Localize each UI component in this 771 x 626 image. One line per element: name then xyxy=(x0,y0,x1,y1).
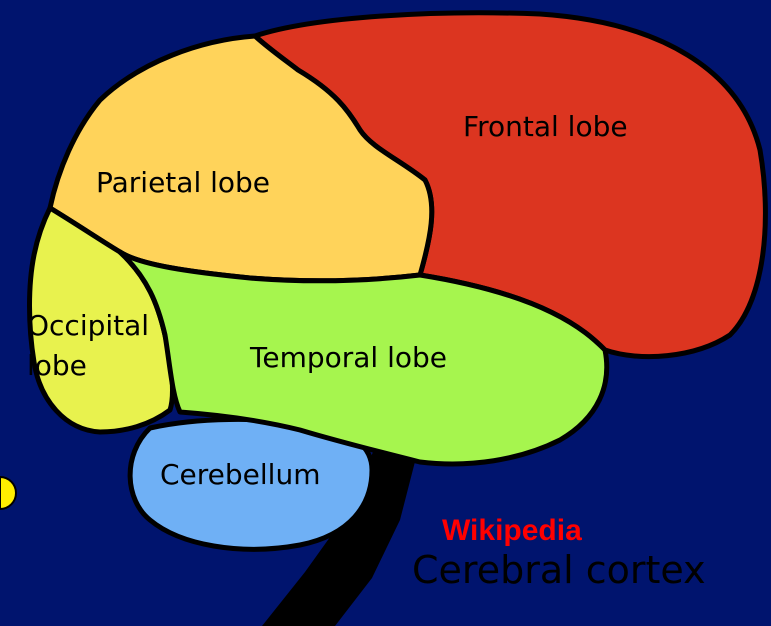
cerebellum-label: Cerebellum xyxy=(160,458,320,491)
parietal-lobe-label: Parietal lobe xyxy=(96,166,270,199)
occipital-lobe-label-line2: lobe xyxy=(27,349,87,382)
occipital-lobe-label-line1: Occipital xyxy=(27,309,149,342)
temporal-lobe-label: Temporal lobe xyxy=(249,341,447,374)
frontal-lobe-label: Frontal lobe xyxy=(463,110,628,143)
wikipedia-credit: Wikipedia xyxy=(442,514,582,547)
figure-caption: Cerebral cortex xyxy=(412,548,706,592)
